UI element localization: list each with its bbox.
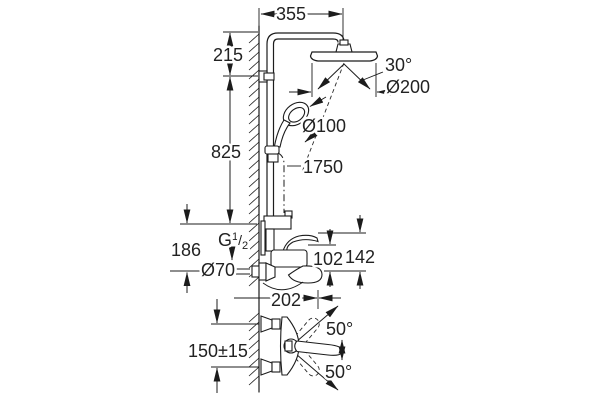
dim-spray-angle: 30° <box>362 53 415 81</box>
thread-sup: 1 <box>232 231 238 243</box>
head-shower <box>309 39 379 62</box>
label-head-drop: 215 <box>213 45 243 65</box>
thread-sub: 2 <box>242 240 248 252</box>
dim-width-top: 355 <box>260 2 344 40</box>
dim-rail-height: 825 <box>180 76 257 225</box>
label-mixer-height: 142 <box>345 247 375 267</box>
dim-escutcheon: Ø70 <box>199 258 250 283</box>
dim-hand-diameter: Ø100 <box>300 96 349 143</box>
label-hand-diameter: Ø100 <box>302 116 346 136</box>
shower-hose <box>277 152 285 213</box>
wall-bracket <box>258 70 275 83</box>
label-swing-up: 50° <box>326 319 353 339</box>
upper-union <box>260 315 281 333</box>
mixer-side-view <box>251 210 323 291</box>
lower-union <box>260 358 281 376</box>
hand-shower <box>273 101 310 148</box>
escutcheon-arc <box>262 281 304 291</box>
label-head-diameter: Ø200 <box>386 77 430 97</box>
dim-spout-reach: 202 <box>234 288 341 313</box>
label-escutcheon: Ø70 <box>201 260 235 280</box>
thread-slash: / <box>238 232 242 248</box>
mixer-front-lever <box>294 340 344 356</box>
lever-swing-dashed <box>293 317 320 377</box>
mixer-lever <box>282 234 319 252</box>
label-rail-height: 825 <box>211 142 241 162</box>
dim-outlet-drop: 186 <box>169 204 204 293</box>
label-spout-reach: 202 <box>271 290 301 310</box>
dim-connection-spacing: 150±15 <box>186 299 259 393</box>
spray-axis-line <box>301 62 345 173</box>
label-thread: G1/2 <box>218 230 248 252</box>
hand-shower-handle <box>273 119 291 148</box>
label-connection-spacing: 150±15 <box>188 341 248 361</box>
mixer-body <box>270 249 308 268</box>
mixer-spout <box>287 265 323 284</box>
wall-section <box>248 8 260 393</box>
wall-hatching <box>248 33 260 386</box>
dim-head-diameter: Ø200 <box>289 63 433 100</box>
dim-spout-inner: 102 <box>308 229 366 287</box>
dim-hose-length: 1750 <box>287 155 346 180</box>
spray-cone <box>317 63 371 90</box>
mixer-front-view: 50° 50° <box>260 305 356 391</box>
thread-prefix: G <box>218 230 232 250</box>
dim-thread: G1/2 <box>216 228 251 261</box>
wall-union <box>251 262 276 282</box>
label-spray-angle: 30° <box>385 55 412 75</box>
dim-head-drop: 215 <box>211 31 258 77</box>
label-outlet-drop: 186 <box>171 240 201 260</box>
shower-holder <box>264 145 280 163</box>
label-hose-length: 1750 <box>303 157 343 177</box>
label-width-top: 355 <box>276 4 306 24</box>
dim-mixer-height: 142 <box>343 215 378 289</box>
label-swing-down: 50° <box>325 362 352 382</box>
outlet-tee <box>263 215 292 230</box>
label-spout-inner: 102 <box>313 249 343 269</box>
